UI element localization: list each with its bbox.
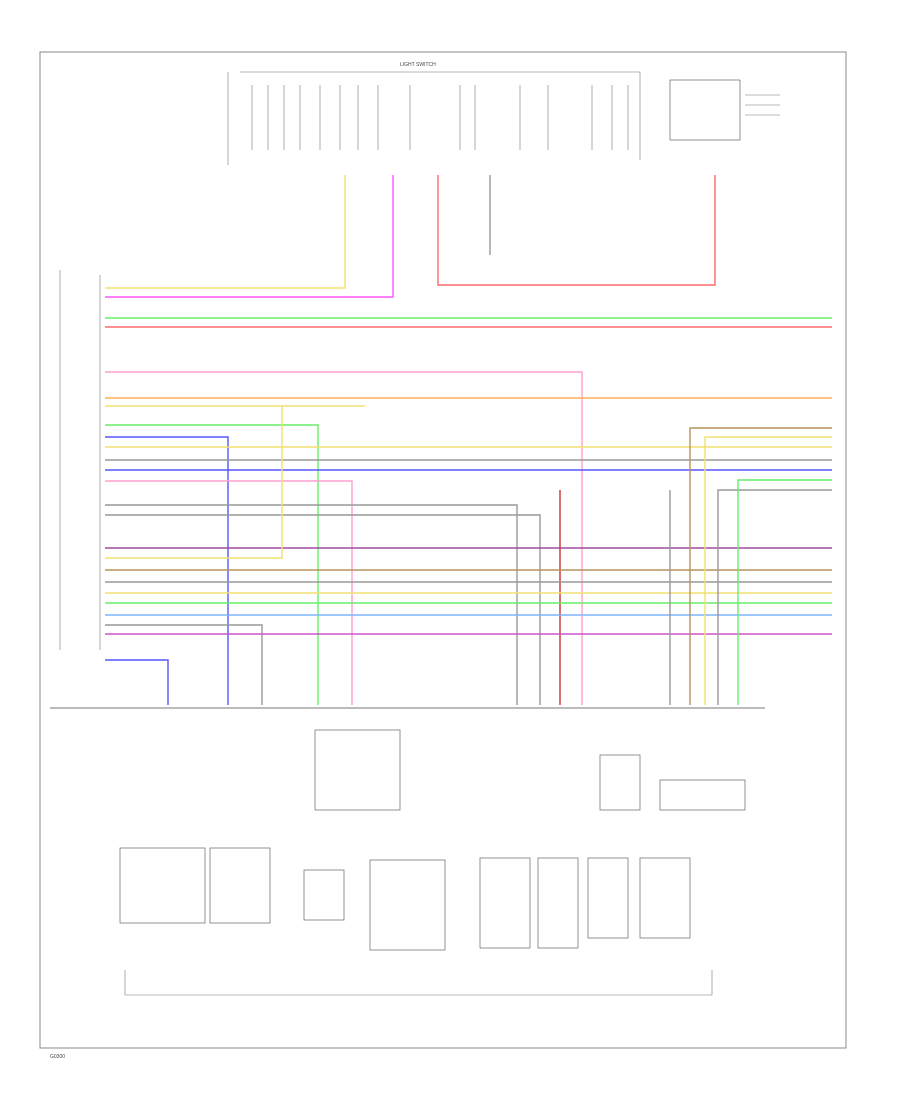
headlamp-leveling-motor — [479, 857, 531, 949]
wire-pink-1 — [105, 371, 583, 705]
footer-code: G0300 — [50, 1054, 65, 1060]
relay-upper — [314, 729, 401, 811]
ground-return — [124, 970, 713, 996]
wire-pink-2 — [105, 480, 353, 705]
fog-lamp-left — [587, 857, 629, 939]
wire-blue-v-left — [105, 659, 169, 705]
light-switch-title: LIGHT SWITCH — [400, 62, 436, 68]
headlamp-module — [303, 869, 345, 921]
fog-lamp-right — [639, 857, 691, 939]
wire-magenta-top — [105, 175, 394, 298]
right-relay — [669, 79, 780, 141]
headlamp-relay — [659, 779, 746, 811]
leveling-switch — [599, 754, 641, 811]
daytime-running-lamp — [537, 857, 579, 949]
wire-yellow-top — [105, 175, 346, 289]
diagram-frame — [39, 51, 847, 1049]
wire-yellow-right — [704, 436, 832, 705]
side-marker-left — [209, 847, 271, 924]
connector-left — [59, 270, 101, 650]
wire-blue-h1 — [105, 436, 229, 705]
wire-yellow-h4 — [105, 406, 283, 559]
wire-gray-h2 — [105, 504, 518, 705]
wire-red-top — [437, 175, 716, 286]
wire-harness — [105, 175, 832, 705]
switch-contact-labels — [251, 85, 629, 150]
front-turn-lamp-left — [119, 847, 206, 924]
wire-gray-right — [717, 489, 832, 705]
wire-gray-h5 — [105, 624, 263, 705]
wire-green-right — [737, 479, 832, 705]
wire-brown-right — [689, 427, 832, 705]
lower-components — [119, 729, 746, 996]
wire-green-h2 — [105, 424, 319, 705]
wire-gray-h3 — [105, 514, 541, 705]
light-switch — [227, 71, 641, 165]
front-combination-lamp — [369, 859, 446, 951]
